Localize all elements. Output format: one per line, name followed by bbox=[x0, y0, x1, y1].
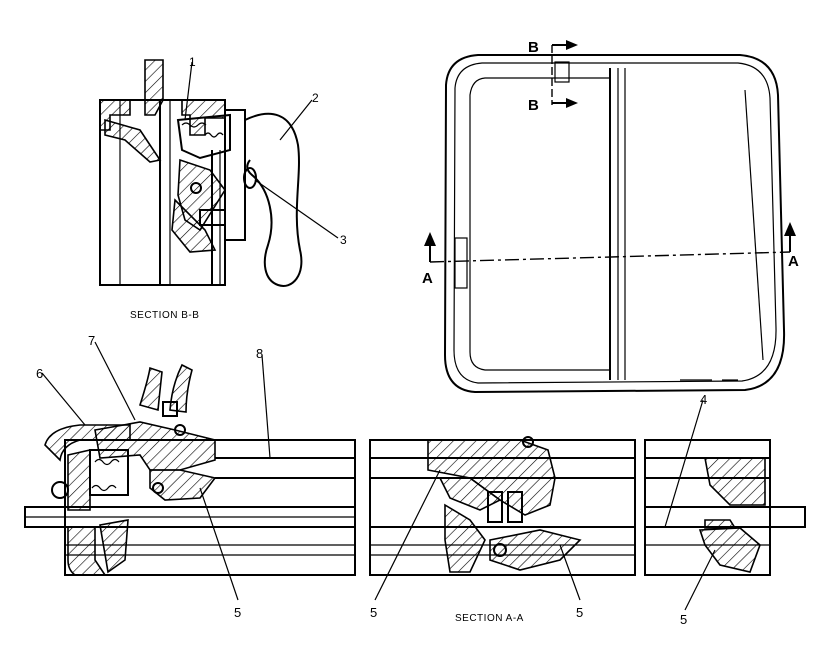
cut-label-b-bottom: B bbox=[528, 97, 539, 114]
callout-5-middle-right: 5 bbox=[576, 605, 583, 620]
cut-label-a-left: A bbox=[422, 270, 433, 287]
callout-5-middle-left: 5 bbox=[370, 605, 377, 620]
callout-1: 1 bbox=[189, 55, 196, 69]
callout-7: 7 bbox=[88, 333, 95, 348]
callout-3: 3 bbox=[340, 233, 347, 247]
section-aa-drawing bbox=[24, 341, 806, 611]
callout-5-right: 5 bbox=[680, 612, 687, 627]
section-aa-title: SECTION A-A bbox=[455, 613, 524, 624]
cut-label-b-top: B bbox=[528, 39, 539, 56]
window-view-drawing bbox=[424, 40, 796, 394]
callout-8: 8 bbox=[256, 346, 263, 361]
cut-label-a-right: A bbox=[788, 253, 799, 270]
callout-6: 6 bbox=[36, 366, 43, 381]
callout-4: 4 bbox=[700, 392, 707, 407]
section-bb-drawing bbox=[99, 59, 339, 287]
callout-2: 2 bbox=[312, 91, 319, 105]
callout-5-left: 5 bbox=[234, 605, 241, 620]
section-bb-title: SECTION B-B bbox=[130, 310, 199, 321]
